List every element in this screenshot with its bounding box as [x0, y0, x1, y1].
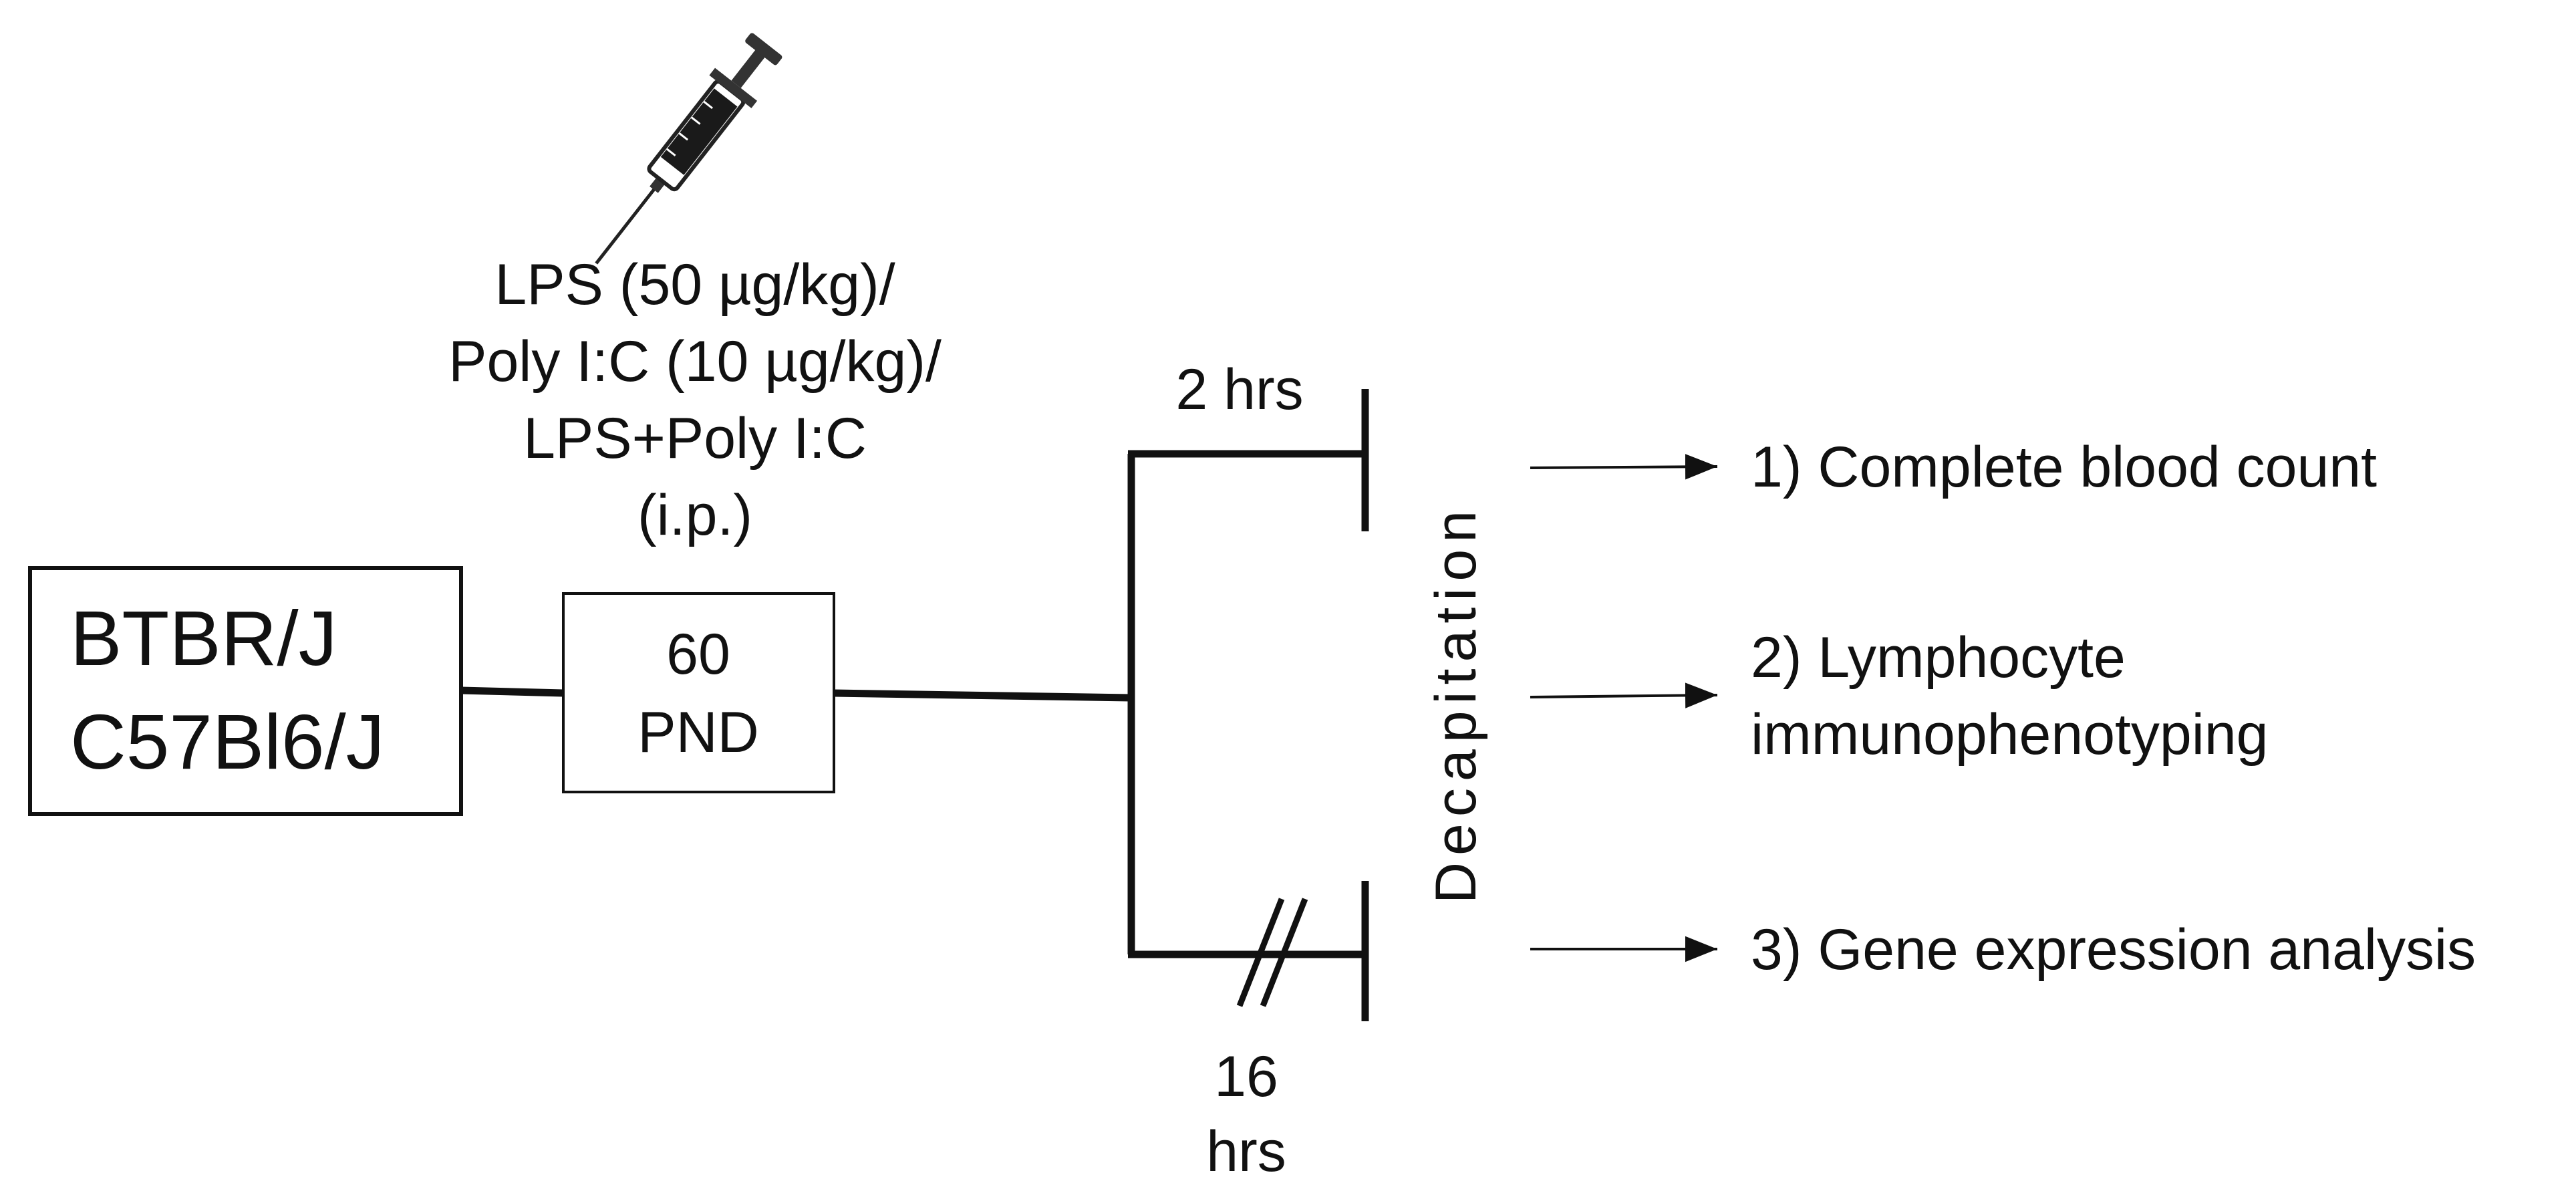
outcome-1: 1) Complete blood count [1751, 435, 2377, 499]
timepoint-late-unit: hrs [1206, 1120, 1286, 1183]
age-unit: PND [637, 700, 759, 765]
arrow-outcome-2 [1530, 682, 1718, 708]
outcome-2-line-2: immunophenotyping [1751, 702, 2269, 767]
endpoint-label: Decapitation [1424, 504, 1488, 904]
treatment-line-4: (i.p.) [637, 483, 752, 547]
syringe-icon [595, 33, 782, 265]
time-break-marks [1236, 898, 1308, 1007]
treatment-label: LPS (50 µg/kg)/ Poly I:C (10 µg/kg)/ LPS… [448, 253, 942, 547]
timeline-segment-2 [833, 689, 1132, 702]
strain-btbr: BTBR/J [70, 595, 337, 682]
age-number: 60 [666, 622, 730, 686]
arrow-outcome-1 [1530, 454, 1718, 480]
treatment-line-1: LPS (50 µg/kg)/ [494, 253, 895, 317]
timepoint-early: 2 hrs [1175, 358, 1303, 422]
treatment-line-3: LPS+Poly I:C [523, 406, 867, 471]
timepoint-late-number: 16 [1214, 1045, 1278, 1109]
outcome-2-line-1: 2) Lymphocyte [1751, 626, 2126, 690]
timeline-segment-1 [460, 686, 564, 697]
treatment-line-2: Poly I:C (10 µg/kg)/ [448, 330, 942, 394]
outcome-3: 3) Gene expression analysis [1751, 918, 2476, 982]
strain-box: BTBR/J C57Bl6/J [28, 566, 463, 816]
age-box: 60 PND [562, 592, 835, 793]
strain-c57: C57Bl6/J [70, 698, 385, 785]
